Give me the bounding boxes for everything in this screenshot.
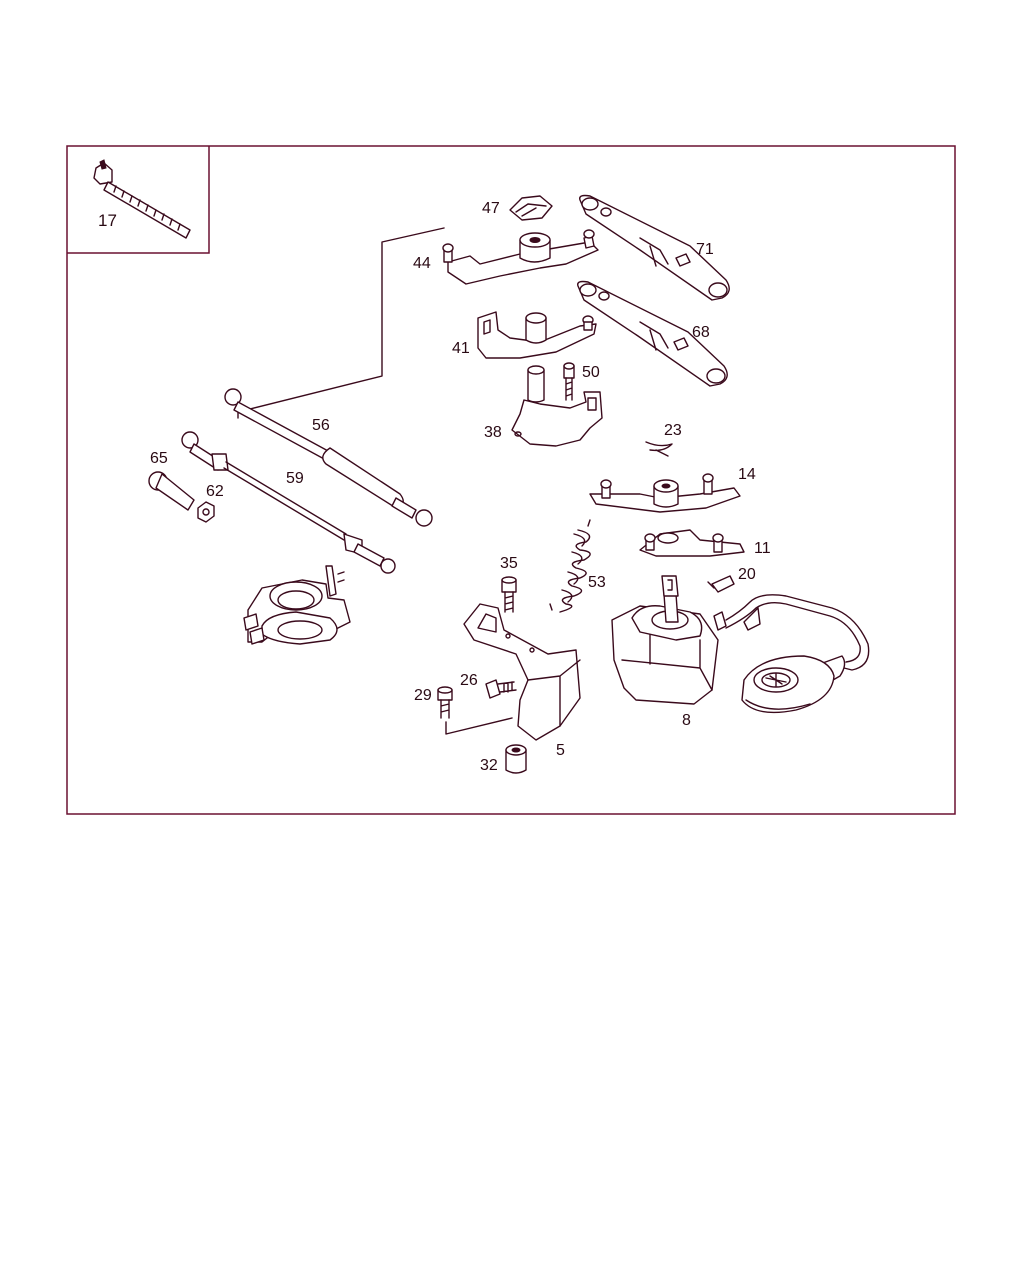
cable-tie-icon [93,159,191,239]
part-label-20: 20 [738,566,756,583]
bolt-35 [501,576,517,613]
leader-line-56 [237,227,445,419]
bracket-38 [511,365,603,447]
part-label-32: 32 [480,757,498,774]
lever-plate-11 [639,529,745,557]
part-label-5: 5 [556,742,565,759]
part-label-41: 41 [452,340,470,357]
bracket-41 [477,311,597,359]
bolt-50 [563,362,575,401]
lever-14 [589,473,741,513]
part-label-17: 17 [98,211,117,230]
bolt-26 [485,679,517,699]
part-label-53: 53 [588,574,606,591]
ball-socket-65 [148,471,195,511]
part-label-44: 44 [413,255,431,272]
lever-arm-68 [577,280,728,387]
spacer-32 [505,744,527,774]
part-label-65: 65 [150,450,168,467]
bracket-44 [442,229,599,285]
nut-62 [197,501,215,523]
bolt-29 [437,686,513,735]
part-label-47: 47 [482,200,500,217]
part-label-23: 23 [664,422,682,439]
part-label-59: 59 [286,470,304,487]
level-sensor-8 [611,575,870,714]
part-label-29: 29 [414,687,432,704]
gas-strut-56 [224,388,433,527]
part-label-35: 35 [500,555,518,572]
coil-spring-53 [549,519,591,613]
link-rod-59 [181,431,396,574]
spring-clip-23 [645,441,673,457]
lever-housing-assembly [243,565,351,645]
part-label-38: 38 [484,424,502,441]
part-label-68: 68 [692,324,710,341]
part-label-62: 62 [206,483,224,500]
part-label-56: 56 [312,417,330,434]
lever-arm-71 [579,194,730,301]
clip-nut-47 [509,195,553,221]
part-label-50: 50 [582,364,600,381]
part-label-14: 14 [738,466,756,483]
part-label-26: 26 [460,672,478,689]
diagram-frame [66,145,956,815]
part-label-71: 71 [696,241,714,258]
clip-20 [707,575,735,593]
inset-frame [67,146,210,254]
part-label-11: 11 [754,540,771,557]
mounting-bracket-5 [463,603,581,741]
part-label-8: 8 [682,712,691,729]
